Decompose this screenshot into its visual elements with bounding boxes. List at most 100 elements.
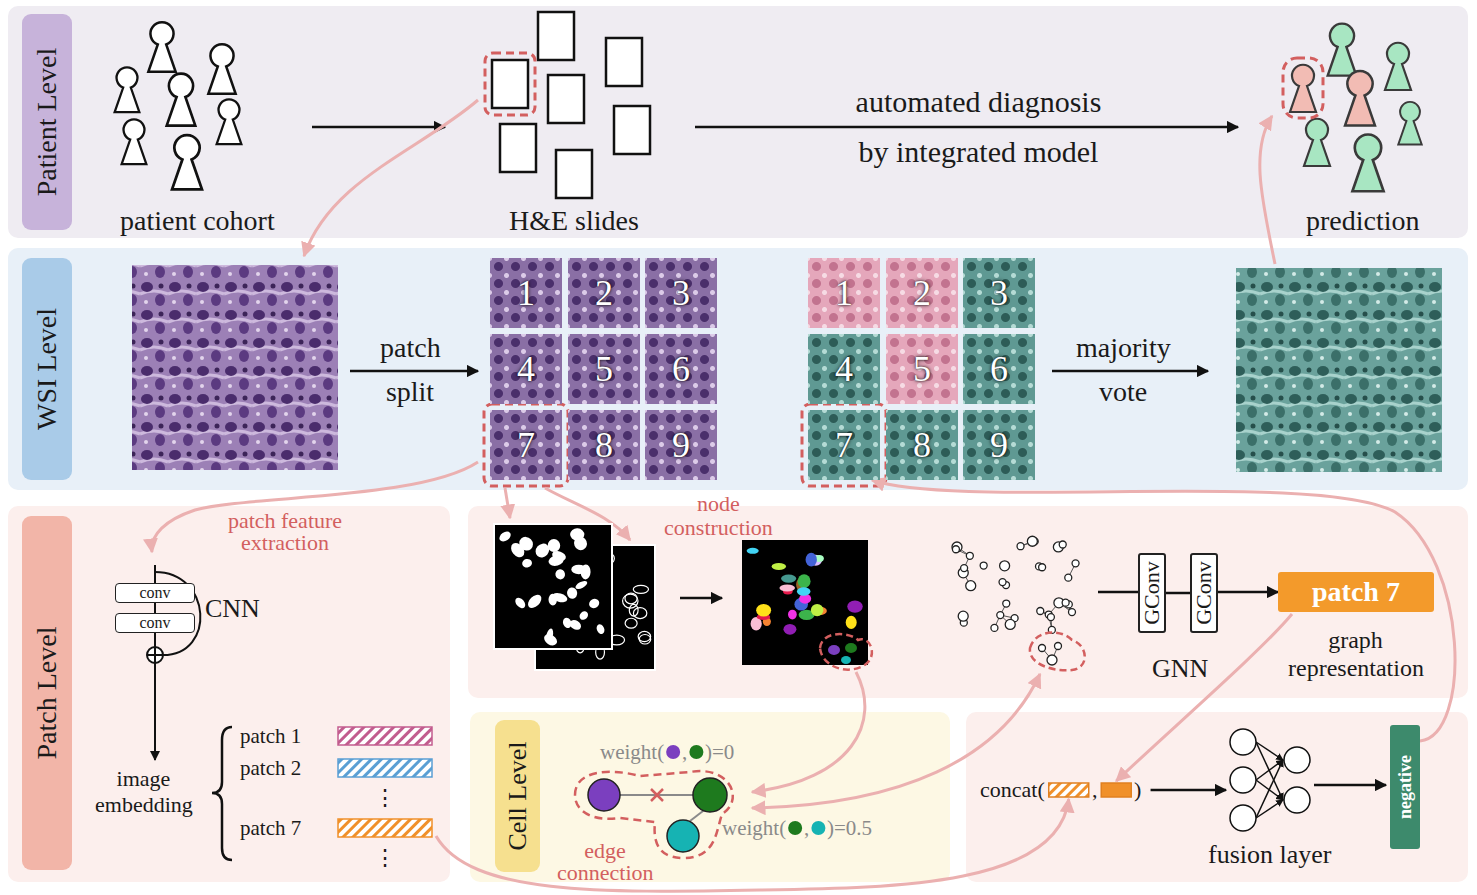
rect-shape bbox=[8, 506, 450, 882]
rect-shape bbox=[338, 727, 432, 745]
embedding-bars bbox=[338, 727, 432, 837]
circle-shape bbox=[1230, 767, 1256, 793]
level-title: Patient Level bbox=[33, 48, 61, 197]
circle-shape bbox=[147, 647, 163, 663]
use-shape bbox=[115, 67, 140, 112]
line-shape bbox=[154, 603, 156, 613]
output-label: image embedding bbox=[95, 766, 192, 818]
nucleus bbox=[513, 596, 527, 610]
arrow-label: patch split bbox=[380, 326, 440, 414]
binary-mask bbox=[494, 524, 612, 649]
line-shape bbox=[1256, 800, 1283, 818]
patch-tile: 9 bbox=[645, 410, 717, 480]
nucleus bbox=[516, 534, 535, 553]
step-label: node construction bbox=[664, 492, 773, 540]
row-marks bbox=[436, 614, 1292, 891]
use-shape bbox=[1304, 119, 1330, 166]
nucleus-instance bbox=[798, 574, 811, 588]
output-label: graph representation bbox=[1288, 626, 1423, 682]
line-shape bbox=[680, 597, 722, 600]
rect-shape bbox=[538, 12, 574, 60]
circle-shape bbox=[588, 779, 620, 811]
graph-node bbox=[1003, 600, 1010, 607]
line-shape bbox=[1098, 591, 1138, 594]
graph-node bbox=[952, 542, 962, 552]
graph-node bbox=[999, 579, 1006, 586]
patch-tile: 6 bbox=[645, 334, 717, 404]
rect-shape bbox=[470, 712, 950, 882]
nucleus-instance bbox=[783, 624, 796, 635]
circle-shape bbox=[1284, 747, 1310, 773]
nucleus bbox=[545, 628, 555, 644]
formula-text: , bbox=[804, 816, 809, 841]
nucleus bbox=[554, 568, 566, 580]
conv-box: conv bbox=[115, 613, 195, 633]
graph-node bbox=[1059, 541, 1066, 548]
group-caption: prediction bbox=[1306, 204, 1420, 238]
line-shape bbox=[154, 663, 156, 760]
predicted-patch-tile: 1 bbox=[808, 258, 880, 328]
box-label: GConv bbox=[1193, 561, 1215, 625]
path-shape bbox=[505, 488, 510, 518]
level-tab: Patient Level bbox=[22, 14, 72, 230]
flow-arrow bbox=[1151, 789, 1226, 792]
formula-text: , bbox=[682, 740, 687, 765]
predicted-patch-tile: 2 bbox=[886, 258, 958, 328]
nucleus-instance bbox=[811, 604, 824, 616]
model-label: CNN bbox=[205, 593, 260, 624]
patch-tile: 7 bbox=[490, 410, 562, 480]
nucleus-instance bbox=[772, 563, 786, 570]
connector bbox=[1166, 592, 1190, 595]
patch-number: 6 bbox=[672, 351, 690, 387]
formula-text: )=0 bbox=[705, 740, 734, 765]
patch-number: 7 bbox=[517, 427, 535, 463]
level-panel: Cell Level bbox=[470, 712, 950, 882]
graph-node bbox=[1037, 607, 1044, 614]
circle-shape bbox=[1230, 805, 1256, 831]
level-panel: Patch Levelconvconv bbox=[8, 506, 450, 882]
conv-box: conv bbox=[115, 583, 195, 603]
graph-node bbox=[1000, 561, 1010, 571]
line-shape bbox=[312, 126, 445, 129]
highlight-outlines bbox=[484, 53, 1323, 486]
formula-text: weight( bbox=[722, 816, 786, 841]
patient-cohort-icons bbox=[115, 22, 242, 189]
patch-number: 9 bbox=[672, 427, 690, 463]
formula-text: , bbox=[1092, 777, 1098, 803]
nucleus-contour bbox=[625, 618, 637, 628]
rect-shape bbox=[468, 506, 1468, 698]
group-caption: H&E slides bbox=[509, 204, 639, 238]
use-shape bbox=[122, 119, 147, 164]
graph-node bbox=[991, 624, 998, 631]
formula-text: )=0.5 bbox=[827, 816, 872, 841]
level-title: Cell Level bbox=[505, 741, 531, 850]
cell-graph bbox=[952, 536, 1085, 670]
patch-number: 5 bbox=[913, 351, 931, 387]
rect-shape bbox=[492, 60, 528, 108]
graph-node bbox=[1039, 564, 1046, 571]
patch-number: 5 bbox=[595, 351, 613, 387]
predicted-patch-tile: 4 bbox=[808, 334, 880, 404]
gconv-box: GConv bbox=[1138, 553, 1166, 633]
nucleus-instance bbox=[846, 616, 857, 629]
patch-number: 4 bbox=[517, 351, 535, 387]
patch-tile: 4 bbox=[490, 334, 562, 404]
pink-flow-arrows bbox=[152, 100, 1275, 808]
node-dot bbox=[811, 821, 825, 835]
patch-tile: 8 bbox=[568, 410, 640, 480]
pink-flow-arrow bbox=[1116, 614, 1292, 781]
graph-node bbox=[958, 611, 968, 621]
feature-bar bbox=[1101, 783, 1131, 797]
slide-icons bbox=[492, 12, 650, 198]
patch-number: 8 bbox=[913, 427, 931, 463]
feature-bar bbox=[1049, 783, 1089, 797]
box-label: conv bbox=[139, 615, 170, 631]
line-shape bbox=[695, 126, 1238, 129]
patch-tile: 3 bbox=[645, 258, 717, 328]
predicted-patch-tile: 3 bbox=[963, 258, 1035, 328]
line-shape bbox=[651, 789, 663, 801]
flow-arrows bbox=[312, 127, 1386, 785]
graph-node bbox=[997, 612, 1004, 619]
rect-shape bbox=[8, 248, 1468, 490]
